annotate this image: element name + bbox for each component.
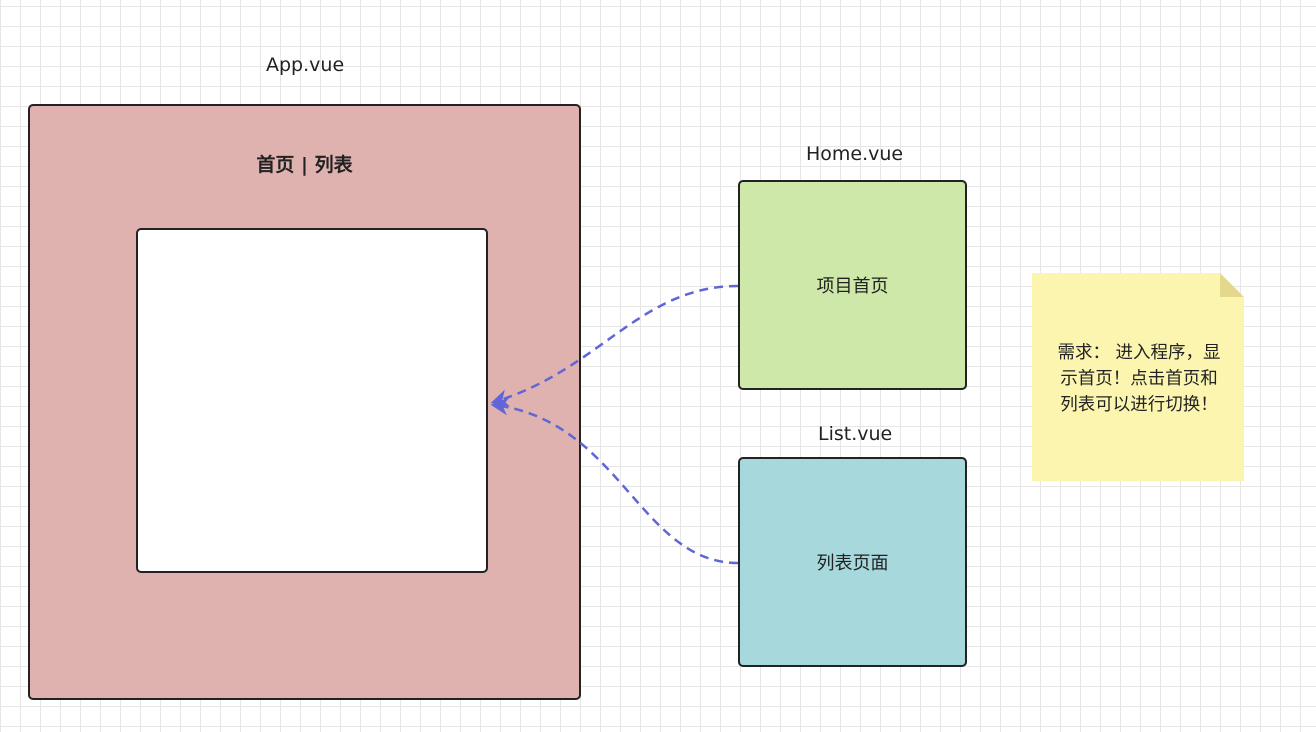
- note-fold-corner: [1220, 273, 1244, 297]
- home-title: Home.vue: [806, 143, 904, 165]
- requirement-sticky-note: [1032, 273, 1244, 481]
- note-line: 示首页！点击首页和: [1060, 369, 1218, 389]
- list-title: List.vue: [818, 423, 893, 445]
- list-component-box: 列表页面: [738, 457, 967, 667]
- home-component-box: 项目首页: [738, 180, 967, 390]
- requirement-note-text: 需求： 进入程序，显 示首页！点击首页和 列表可以进行切换！: [1044, 340, 1234, 418]
- note-line: 列表可以进行切换！: [1060, 395, 1218, 415]
- list-to-view-arrow: [490, 397, 739, 565]
- router-view-box: [136, 228, 488, 573]
- home-to-view-arrow: [490, 284, 739, 407]
- app-title: App.vue: [266, 54, 345, 76]
- app-nav-links: 首页 | 列表: [256, 154, 353, 176]
- list-content-label: 列表页面: [816, 553, 889, 574]
- note-line: 需求： 进入程序，显: [1057, 343, 1221, 363]
- home-content-label: 项目首页: [816, 276, 889, 297]
- note-body: [1032, 273, 1244, 481]
